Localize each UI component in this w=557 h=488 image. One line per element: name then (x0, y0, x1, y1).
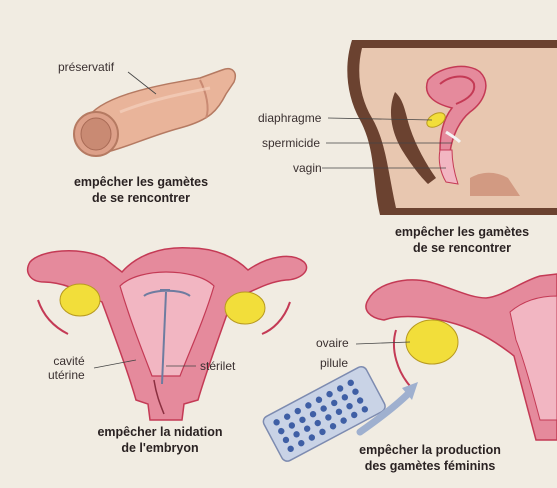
label-cavite-line1: cavité (48, 354, 85, 368)
uterus-pill-illustration (366, 274, 557, 440)
caption-condom: empêcher les gamètes de se rencontrer (46, 174, 236, 206)
caption-condom-line2: de se rencontrer (46, 190, 236, 206)
caption-diaphragm: empêcher les gamètes de se rencontrer (372, 224, 552, 256)
label-pilule: pilule (320, 356, 348, 370)
diaphragm-illustration (347, 40, 557, 215)
label-spermicide: spermicide (262, 136, 320, 150)
caption-iud-line2: de l'embryon (70, 440, 250, 456)
label-vagin: vagin (293, 161, 322, 175)
caption-pill-line2: des gamètes féminins (340, 458, 520, 474)
caption-diaphragm-line2: de se rencontrer (372, 240, 552, 256)
caption-pill-line1: empêcher la production (340, 442, 520, 458)
condom-illustration (74, 69, 235, 156)
caption-iud-line1: empêcher la nidation (70, 424, 250, 440)
caption-iud: empêcher la nidation de l'embryon (70, 424, 250, 456)
label-preservatif: préservatif (58, 60, 114, 74)
caption-diaphragm-line1: empêcher les gamètes (372, 224, 552, 240)
uterus-iud-illustration (28, 248, 307, 420)
label-diaphragme: diaphragme (258, 111, 321, 125)
caption-condom-line1: empêcher les gamètes (46, 174, 236, 190)
label-sterilet: stérilet (200, 359, 235, 373)
label-cavite-line2: utérine (48, 368, 85, 382)
label-ovaire: ovaire (316, 336, 349, 350)
caption-pill: empêcher la production des gamètes fémin… (340, 442, 520, 474)
label-cavite: cavité utérine (48, 354, 85, 382)
